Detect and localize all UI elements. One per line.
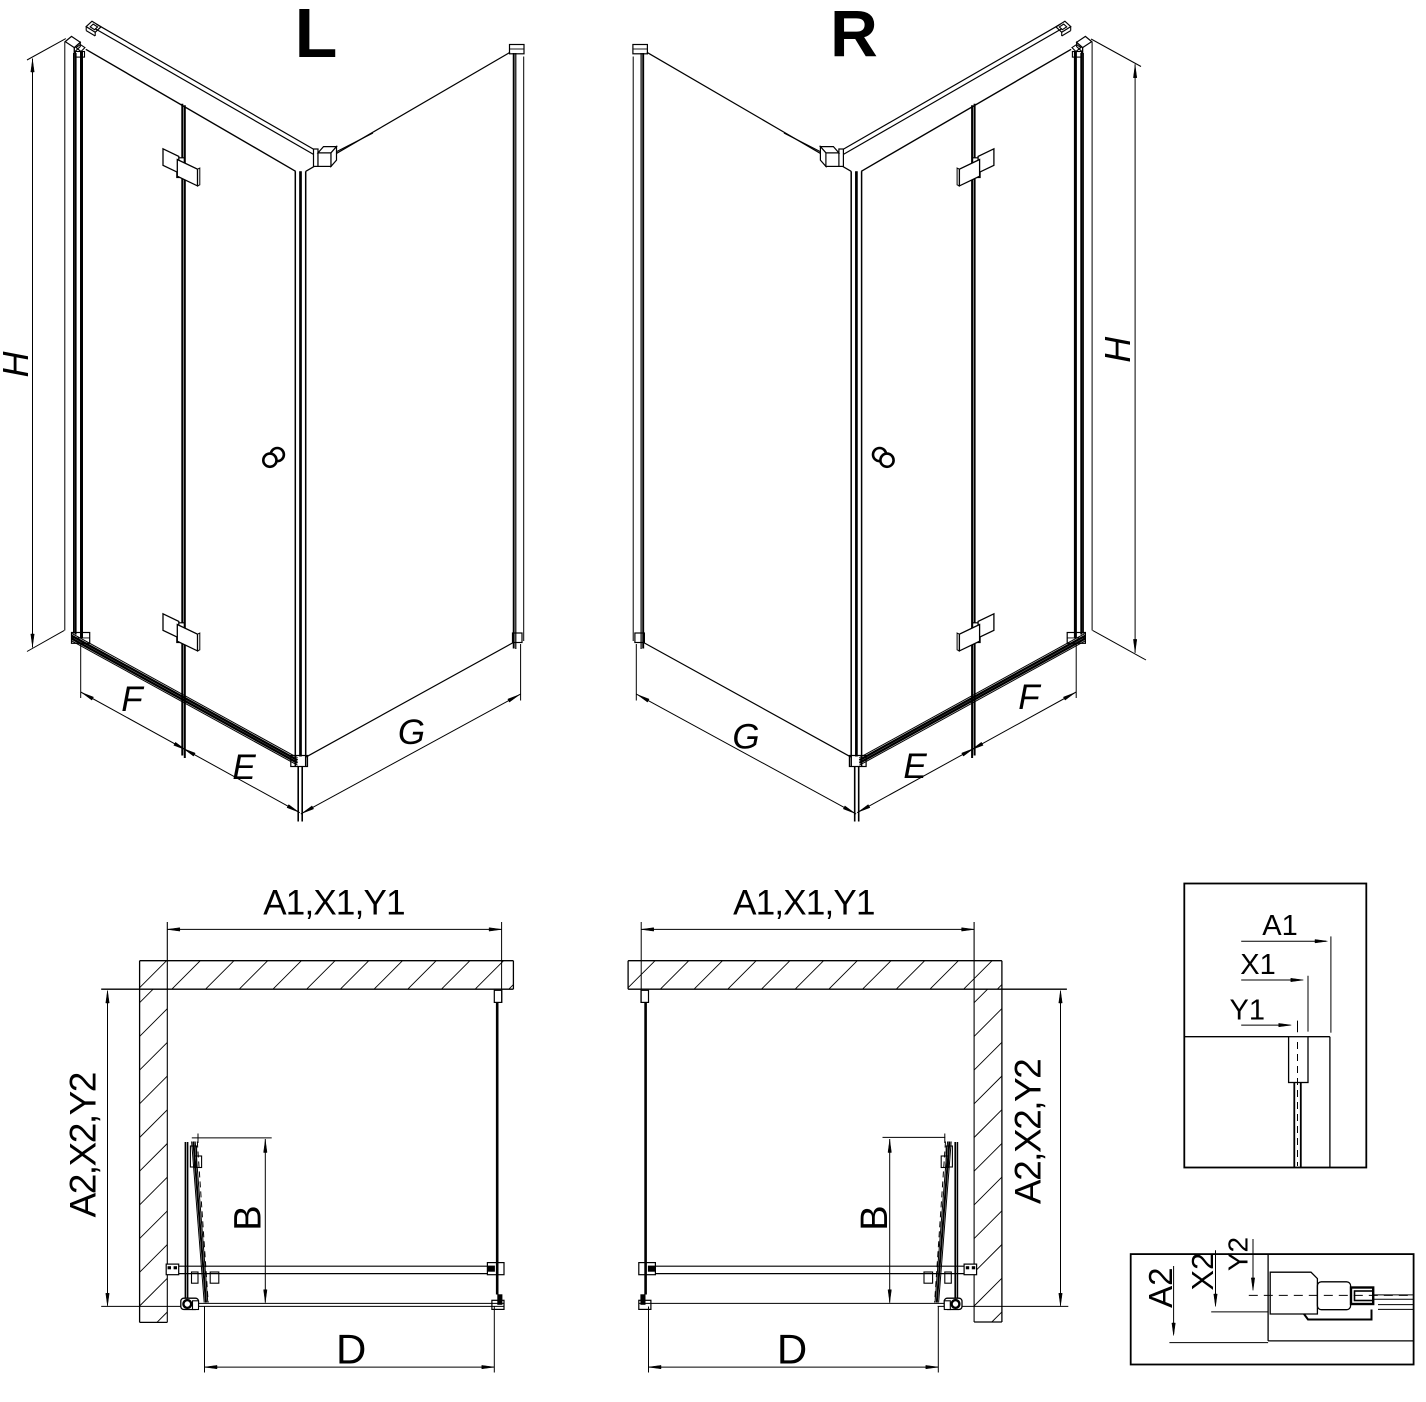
- svg-text:B: B: [854, 1205, 896, 1230]
- svg-text:A2: A2: [1142, 1268, 1179, 1308]
- svg-text:Y1: Y1: [1230, 994, 1265, 1026]
- svg-text:F: F: [121, 680, 145, 719]
- svg-text:B: B: [228, 1205, 270, 1230]
- svg-text:G: G: [732, 718, 759, 757]
- svg-text:Y2: Y2: [1223, 1237, 1254, 1271]
- svg-text:A2,X2,Y2: A2,X2,Y2: [62, 1073, 103, 1217]
- svg-text:E: E: [232, 748, 256, 787]
- svg-text:D: D: [336, 1325, 366, 1372]
- svg-text:G: G: [398, 713, 425, 752]
- svg-text:X2: X2: [1185, 1253, 1220, 1291]
- svg-text:F: F: [1018, 678, 1042, 717]
- svg-text:L: L: [295, 0, 338, 72]
- svg-text:X1: X1: [1240, 949, 1275, 981]
- svg-text:A1,X1,Y1: A1,X1,Y1: [733, 883, 874, 922]
- svg-text:H: H: [0, 351, 36, 378]
- svg-text:D: D: [777, 1325, 807, 1372]
- svg-text:A2,X2,Y2: A2,X2,Y2: [1008, 1060, 1049, 1204]
- svg-text:E: E: [903, 747, 927, 786]
- svg-text:A1,X1,Y1: A1,X1,Y1: [263, 883, 404, 922]
- svg-text:A1: A1: [1262, 910, 1297, 942]
- svg-text:H: H: [1097, 336, 1138, 363]
- svg-text:R: R: [830, 0, 878, 70]
